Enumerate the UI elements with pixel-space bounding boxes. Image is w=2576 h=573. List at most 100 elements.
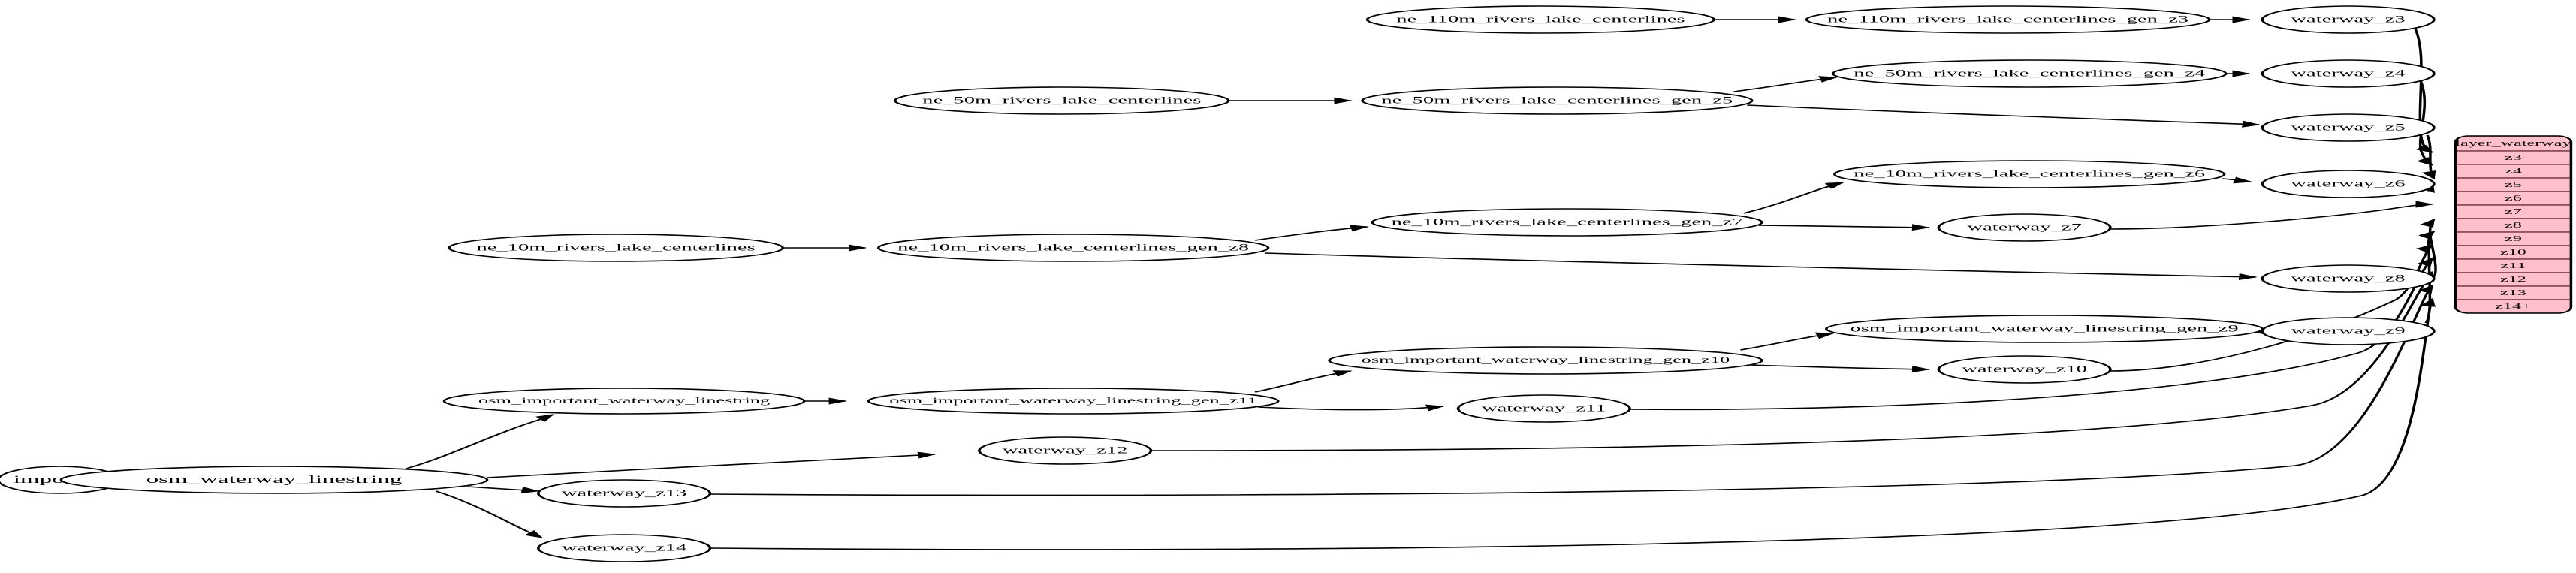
node-shape [1805,5,2211,34]
node-ne10_z6[interactable]: ne_10m_rivers_lake_centerlines_gen_z6 [1833,160,2226,188]
edge-wz14-to-table_z14 [710,297,2436,550]
table-title: layer_waterway [2455,139,2571,148]
node-wz10[interactable]: waterway_z10 [1937,355,2112,384]
node-wz8[interactable]: waterway_z8 [2261,264,2436,293]
edge-ne50_z5-to-wz5 [1747,104,2261,128]
node-ne110_z3[interactable]: ne_110m_rivers_lake_centerlines_gen_z3 [1805,5,2211,34]
edge-osm_wl-to-wz12 [487,451,937,478]
node-label: osm_important_waterway_linestring_gen_z1… [889,396,1257,406]
node-osm_iwl_z10[interactable]: osm_important_waterway_linestring_gen_z1… [1328,346,1763,375]
node-shape [448,234,784,262]
node-shape [1831,59,2228,88]
node-shape [1328,346,1763,375]
table-row-label: z11 [2500,261,2526,270]
node-shape [2261,113,2436,142]
edge-wz3-to-table_z3 [2412,26,2434,153]
node-shape [893,86,1230,115]
node-ne50[interactable]: ne_50m_rivers_lake_centerlines [893,86,1230,115]
node-shape [1361,86,1754,115]
edge-ne10_z8-to-wz8 [1265,252,2258,281]
node-wz9[interactable]: waterway_z9 [2261,317,2436,345]
node-label: waterway_z7 [1967,222,2081,233]
node-shape [876,234,1270,262]
node-label: waterway_z4 [2291,68,2405,79]
node-shape [2261,317,2436,345]
node-ne50_z4[interactable]: ne_50m_rivers_lake_centerlines_gen_z4 [1831,59,2228,88]
node-shape [2261,264,2436,293]
node-label: waterway_z14 [562,542,687,553]
node-wz11[interactable]: waterway_z11 [1456,394,1631,423]
node-shape [59,466,489,494]
node-wz14[interactable]: waterway_z14 [537,534,712,562]
edge-wz4-to-table_z4 [2416,80,2434,166]
node-label: ne_10m_rivers_lake_centerlines_gen_z6 [1854,168,2205,179]
table-row-label: z8 [2505,221,2522,230]
table-row-label: z13 [2500,288,2526,297]
node-label: waterway_z5 [2291,122,2405,133]
table-row-label: z14+ [2495,302,2532,311]
node-label: waterway_z8 [2291,273,2405,284]
edge-wz5-to-table_z5 [2421,134,2436,180]
node-osm_iwl_z9[interactable]: osm_important_waterway_linestring_gen_z9 [1825,315,2264,343]
edge-ne10_z8-to-ne10_z7 [1254,225,1369,241]
node-label: waterway_z3 [2291,14,2405,25]
node-wz3[interactable]: waterway_z3 [2261,5,2436,34]
node-wz5[interactable]: waterway_z5 [2261,113,2436,142]
node-label: ne_50m_rivers_lake_centerlines_gen_z5 [1381,95,1733,106]
table-row-z14+[interactable] [2455,299,2571,313]
table-row-label: z3 [2505,153,2522,162]
node-osm_iwl_z11[interactable]: osm_important_waterway_linestring_gen_z1… [867,388,1280,415]
node-wz7[interactable]: waterway_z7 [1937,213,2112,242]
node-wz13[interactable]: waterway_z13 [537,479,712,508]
node-label: waterway_z13 [562,487,687,499]
edge-osm_wl-to-wz14 [435,490,544,538]
node-label: ne_110m_rivers_lake_centerlines_gen_z3 [1827,14,2188,25]
node-shape [537,479,712,508]
edge-wz10-to-table_z10 [2110,244,2434,372]
node-label: ne_10m_rivers_lake_centerlines_gen_z7 [1392,216,1743,228]
edge-wz11-to-table_z11 [1630,258,2434,411]
edge-osm_wl-to-osm_iwl [405,414,555,469]
node-label: ne_10m_rivers_lake_centerlines_gen_z8 [897,242,1249,253]
node-shape [1456,394,1631,423]
node-wz6[interactable]: waterway_z6 [2261,170,2436,198]
node-label: osm_important_waterway_linestring_gen_z1… [1362,355,1730,365]
node-label: osm_important_waterway_linestring_gen_z9 [1850,323,2238,334]
node-label: waterway_z10 [1962,363,2087,375]
node-label: ne_110m_rivers_lake_centerlines [1396,14,1685,25]
node-label: ne_50m_rivers_lake_centerlines [922,95,1201,106]
node-shape [1365,5,1716,34]
layer-waterway-table: layer_waterwayz3z4z5z6z7z8z9z10z11z12z13… [2454,135,2573,314]
node-wz4[interactable]: waterway_z4 [2261,59,2436,88]
node-wz12[interactable]: waterway_z12 [978,436,1153,465]
edge-wz7-to-table_z7 [2110,201,2435,230]
edge-wz8-to-table_z8 [2420,218,2437,279]
node-shape [537,534,712,562]
node-label: waterway_z6 [2291,178,2405,189]
table-outline [2454,135,2573,314]
table-row-label: z5 [2505,180,2522,189]
node-shape [1937,213,2112,242]
node-ne110[interactable]: ne_110m_rivers_lake_centerlines [1365,5,1716,34]
node-label: osm_important_waterway_linestring [478,396,770,406]
node-label: osm_waterway_linestring [146,472,403,485]
table-row-label: z7 [2505,207,2522,216]
node-osm_iwl[interactable]: osm_important_waterway_linestring [442,388,806,415]
node-ne50_z5[interactable]: ne_50m_rivers_lake_centerlines_gen_z5 [1361,86,1754,115]
node-label: ne_10m_rivers_lake_centerlines [477,242,756,253]
node-ne10_z8[interactable]: ne_10m_rivers_lake_centerlines_gen_z8 [876,234,1270,262]
node-shape [2261,5,2436,34]
table-row-label: z12 [2500,275,2526,284]
edge-ne10_z6-to-wz6 [2222,176,2253,184]
table-row-label: z10 [2500,248,2526,257]
edge-osm_wl-to-wz13 [467,486,541,494]
node-osm_wl[interactable]: osm_waterway_linestring [59,466,489,494]
node-ne10_z7[interactable]: ne_10m_rivers_lake_centerlines_gen_z7 [1371,208,1763,237]
node-ne10[interactable]: ne_10m_rivers_lake_centerlines [448,234,784,262]
edge-ne10_z7-to-wz7 [1758,224,1931,231]
node-shape [1371,208,1763,237]
node-shape [1833,160,2226,188]
edge-osm_iwl_z11-to-osm_iwl_z10 [1254,370,1353,393]
